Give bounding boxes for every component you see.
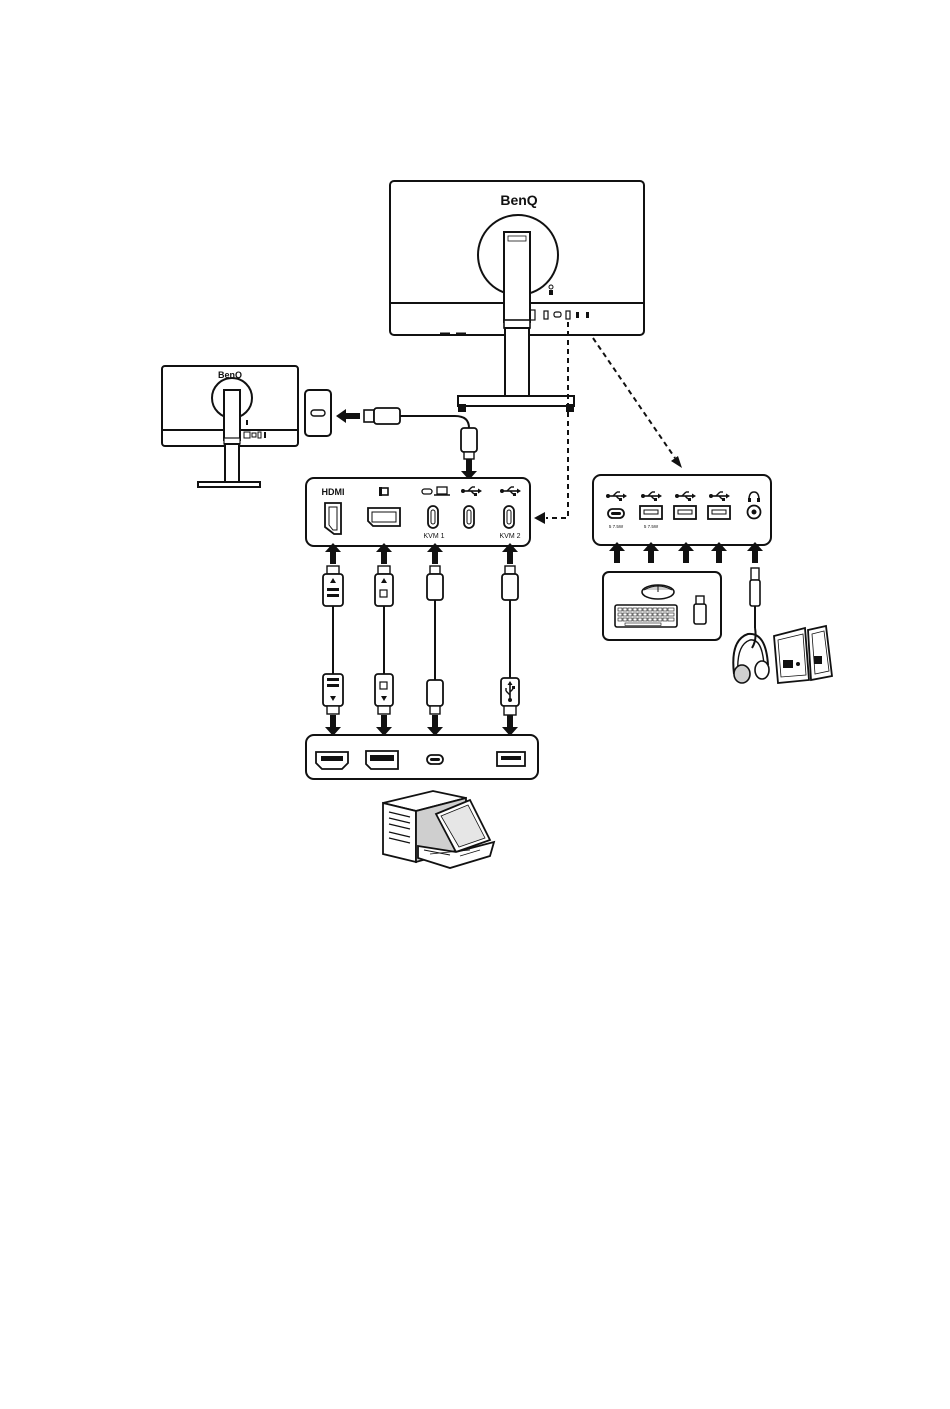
keyboard [615,605,677,627]
rear-port-panel: HDMI KVM 1 [306,478,530,546]
hdmi-cable [323,566,343,714]
kvm2-label: KVM 2 [499,533,520,540]
computer-panel-arrows [325,715,518,736]
computer-hdmi-port [316,752,348,769]
second-monitor: BenQ [162,366,298,487]
hdmi-icon: HDMI [322,487,345,497]
computer-displayport-port [366,751,398,769]
computer-port-panel [306,735,538,779]
side-audio-jack [748,506,761,519]
side-usb-a-port-1 [640,506,662,519]
side-usb-a-port-3 [708,506,730,519]
callout-side [593,338,682,468]
daisy-chain-cable [336,408,477,480]
daisy-chain-port [305,390,331,436]
usb-c-to-usb-a-cable [501,566,519,715]
displayport-cable [375,566,393,714]
side-usb-a-power-label: 5 7.5W [644,524,659,529]
mouse [642,585,674,599]
headphones [733,568,769,683]
side-usb-c-power-label: 5 7.5W [609,524,624,529]
side-port-panel: 5 7.5W 5 7.5W [593,475,771,545]
displayport-port [368,508,400,526]
usb-c-port-kvm2 [504,506,514,528]
computer-usb-c-port [427,755,443,764]
usb-c-cable [427,566,443,714]
usb-c-port-kvm1 [428,506,438,528]
usb-flash-drive [694,596,706,624]
second-monitor-logo: BenQ [218,370,242,380]
usb-c-port-upstream [464,506,474,528]
speakers [774,626,832,683]
hdmi-port [325,503,341,534]
main-monitor-logo: BenQ [500,192,537,208]
computer-usb-a-port [497,752,525,766]
kvm1-label: KVM 1 [423,533,444,540]
side-usb-a-port-2 [674,506,696,519]
main-monitor: BenQ [390,181,644,412]
side-usb-c-port [608,509,624,518]
peripherals-box [603,572,721,640]
callout-rear [534,322,568,524]
